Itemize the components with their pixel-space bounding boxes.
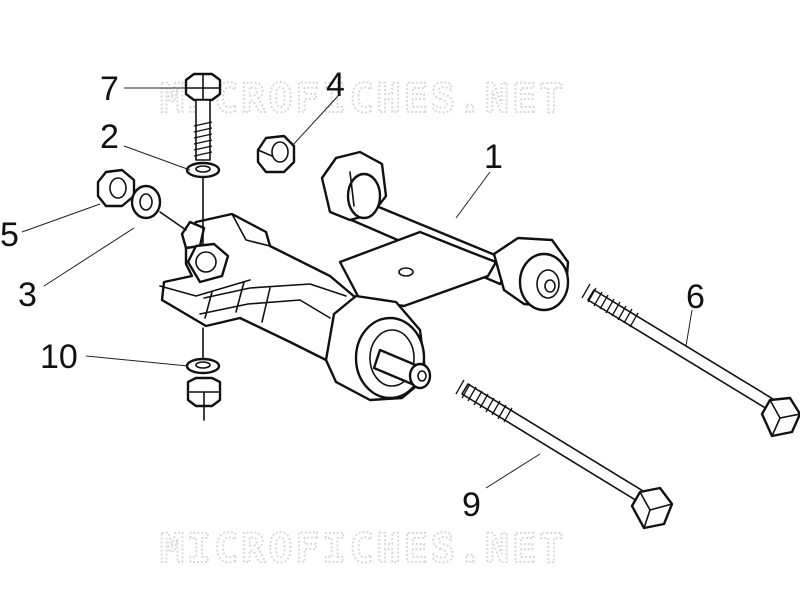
part-4-nut: [256, 134, 296, 174]
watermark-top: MICROFICHES.NET: [160, 76, 566, 122]
callout-1: 1: [484, 138, 503, 176]
callout-6: 6: [686, 278, 705, 316]
callout-9: 9: [462, 486, 481, 524]
part-1-swing-arm: [159, 150, 570, 402]
leader-lines: [21, 87, 693, 489]
part-3-washer: [130, 184, 187, 231]
part-2-washer: [185, 161, 221, 245]
callout-7: 7: [100, 70, 119, 108]
part-7-bolt: [184, 72, 222, 161]
part-9-long-bolt: [455, 379, 674, 530]
part-6-long-bolt: [581, 283, 800, 438]
part-10-washer-nut: [185, 327, 222, 421]
callout-3: 3: [18, 276, 37, 314]
callout-4: 4: [326, 66, 345, 104]
part-5-nut: [96, 168, 136, 208]
watermark-bottom: MICROFICHES.NET: [160, 526, 566, 572]
callout-10: 10: [40, 338, 78, 376]
callouts: 1 2 3 4 5 6 7 9 10: [0, 66, 705, 524]
callout-5: 5: [0, 216, 19, 254]
callout-2: 2: [100, 118, 119, 156]
